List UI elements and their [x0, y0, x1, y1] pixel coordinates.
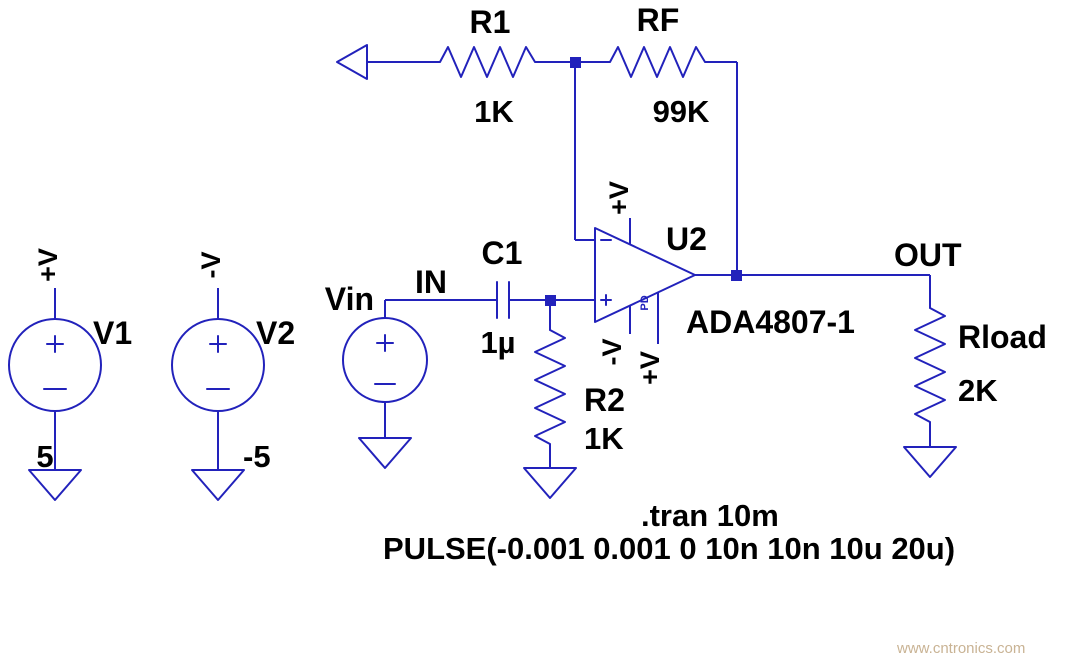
source-symbol — [171, 318, 265, 412]
resistor-symbol — [914, 307, 946, 423]
opamp-part-number: ADA4807-1 — [686, 304, 855, 340]
watermark: www.cntronics.com — [896, 640, 1025, 657]
spice-directive-tran: .tran 10m — [641, 498, 779, 533]
capacitor-ref: C1 — [482, 235, 523, 271]
source-ref: V2 — [256, 315, 295, 351]
resistor-rf: RF 99K — [609, 2, 710, 129]
resistor-symbol — [439, 46, 536, 78]
voltage-source-vin: Vin — [325, 281, 428, 403]
junction-node — [731, 270, 742, 281]
voltage-source-v1: +V V1 5 — [8, 248, 132, 474]
pd-pin-label: PD — [639, 295, 651, 310]
ground-icon — [523, 467, 577, 499]
rail-label: +V — [33, 248, 63, 282]
capacitor-c1: C1 1µ — [480, 235, 522, 360]
resistor-value: 99K — [653, 94, 710, 129]
source-ref: V1 — [93, 315, 132, 351]
resistor-value: 1K — [584, 421, 624, 456]
junction-node — [570, 57, 581, 68]
junction-node — [545, 295, 556, 306]
opamp-ref: U2 — [666, 221, 707, 257]
source-value: -5 — [243, 439, 271, 474]
source-ref: Vin — [325, 281, 374, 317]
rail-label: -V — [597, 339, 627, 366]
resistor-ref: R2 — [584, 382, 625, 418]
rail-label: +V — [604, 181, 634, 215]
ground-icon — [336, 44, 368, 80]
resistor-ref: Rload — [958, 319, 1047, 355]
capacitor-value: 1µ — [480, 325, 515, 360]
net-label-in: IN — [415, 264, 447, 300]
resistor-symbol — [609, 46, 706, 78]
ground-icon — [191, 469, 245, 501]
source-symbol — [8, 318, 102, 412]
resistor-value: 2K — [958, 373, 998, 408]
ground-icon — [903, 446, 957, 478]
resistor-ref: RF — [637, 2, 680, 38]
voltage-source-v2: -V V2 -5 — [171, 252, 295, 474]
ground-icon — [358, 437, 412, 469]
resistor-symbol — [534, 329, 566, 445]
source-symbol — [342, 317, 428, 403]
source-value: 5 — [36, 439, 53, 474]
resistor-ref: R1 — [470, 4, 511, 40]
rail-label: +V — [635, 351, 665, 385]
spice-directive-pulse: PULSE(-0.001 0.001 0 10n 10n 10u 20u) — [383, 531, 955, 566]
resistor-rload: Rload 2K — [914, 307, 1047, 423]
rail-label: -V — [196, 252, 226, 279]
resistor-value: 1K — [474, 94, 514, 129]
resistor-r1: R1 1K — [439, 4, 536, 129]
opamp-u2: +V -V +V PD U2 ADA4807-1 — [594, 181, 855, 385]
resistor-r2: R2 1K — [534, 329, 625, 456]
ground-icon — [28, 469, 82, 501]
opamp-symbol — [594, 227, 696, 323]
net-label-out: OUT — [894, 237, 962, 273]
